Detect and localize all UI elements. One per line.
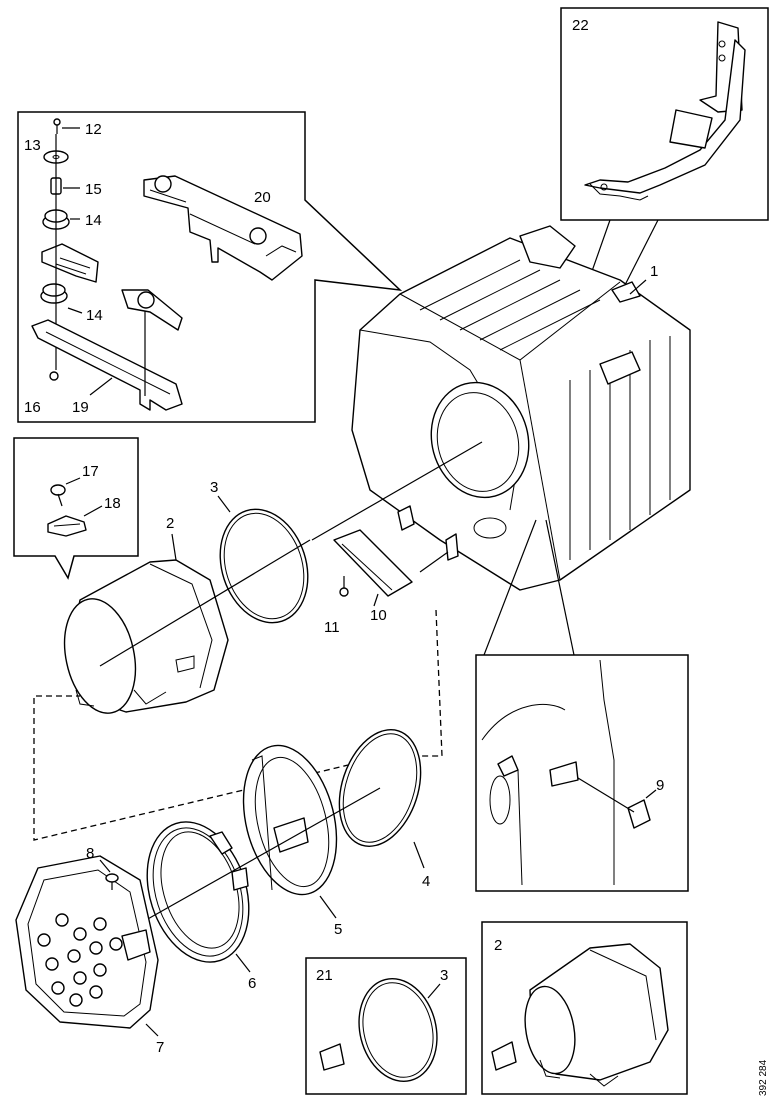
label-1: 1: [650, 263, 658, 280]
spring-mount: [121, 289, 183, 331]
label-15: 15: [85, 181, 102, 198]
inset-box-21: 21 3: [305, 957, 467, 1095]
axis-line-cabinet: [311, 441, 483, 541]
inset-box-2: 2: [481, 921, 688, 1095]
label-16: 16: [24, 399, 41, 416]
label-20: 20: [254, 189, 271, 206]
label-2: 2: [166, 515, 174, 532]
dashed-assembly-path: [33, 609, 443, 841]
callout-line-9b: [545, 519, 575, 656]
bushing-part-14-lower: [40, 283, 68, 304]
inset-box-fasteners: 17 18: [13, 437, 139, 580]
label-3-alt: 3: [440, 967, 448, 984]
drum-part-2: [63, 559, 229, 714]
screw-part-8: [105, 873, 119, 890]
label-13: 13: [24, 137, 41, 154]
drum-part-2-alt: [491, 943, 669, 1087]
reference-number: 392 284: [758, 1059, 769, 1096]
cabinet-part-1: [351, 225, 691, 591]
clip-part-18: [47, 505, 103, 537]
label-8: 8: [86, 845, 94, 862]
label-22: 22: [572, 17, 589, 34]
inset-box-22: 22: [560, 7, 769, 221]
label-7: 7: [156, 1039, 164, 1056]
callout-line-9a: [483, 519, 537, 656]
bracket-part-20: [143, 175, 303, 281]
screw-part-11: [339, 576, 349, 597]
label-11: 11: [324, 619, 340, 636]
screw-part-17: [50, 477, 81, 507]
label-14-upper: 14: [85, 212, 102, 229]
plate-part-10: [333, 505, 459, 597]
label-19: 19: [72, 399, 89, 416]
label-4: 4: [422, 873, 430, 890]
front-panel-part-7: [15, 855, 159, 1029]
gasket-part-3-alt: [358, 978, 438, 1082]
suspension-arm-part-19: [31, 319, 183, 411]
inset-box-9: 9: [475, 654, 689, 892]
bracket-part-22: [584, 21, 746, 201]
axis-line-drum: [99, 539, 311, 667]
label-12: 12: [85, 121, 102, 138]
label-6: 6: [248, 975, 256, 992]
inset-box-suspension: 12 13 15 14 14: [17, 111, 403, 423]
axis-line-front: [145, 787, 381, 921]
label-10: 10: [370, 607, 387, 624]
label-18: 18: [104, 495, 121, 512]
label-17: 17: [82, 463, 99, 480]
label-3: 3: [210, 479, 218, 496]
label-21: 21: [316, 967, 333, 984]
label-2-alt: 2: [494, 937, 502, 954]
gasket-part-3: [219, 508, 309, 624]
label-14-lower: 14: [86, 307, 103, 324]
clip-part-9: [627, 799, 651, 829]
label-5: 5: [334, 921, 342, 938]
mounting-bracket: [41, 243, 99, 283]
bolt-part-12: [53, 118, 80, 134]
label-9: 9: [656, 777, 664, 794]
nut-part-16: [49, 371, 59, 381]
